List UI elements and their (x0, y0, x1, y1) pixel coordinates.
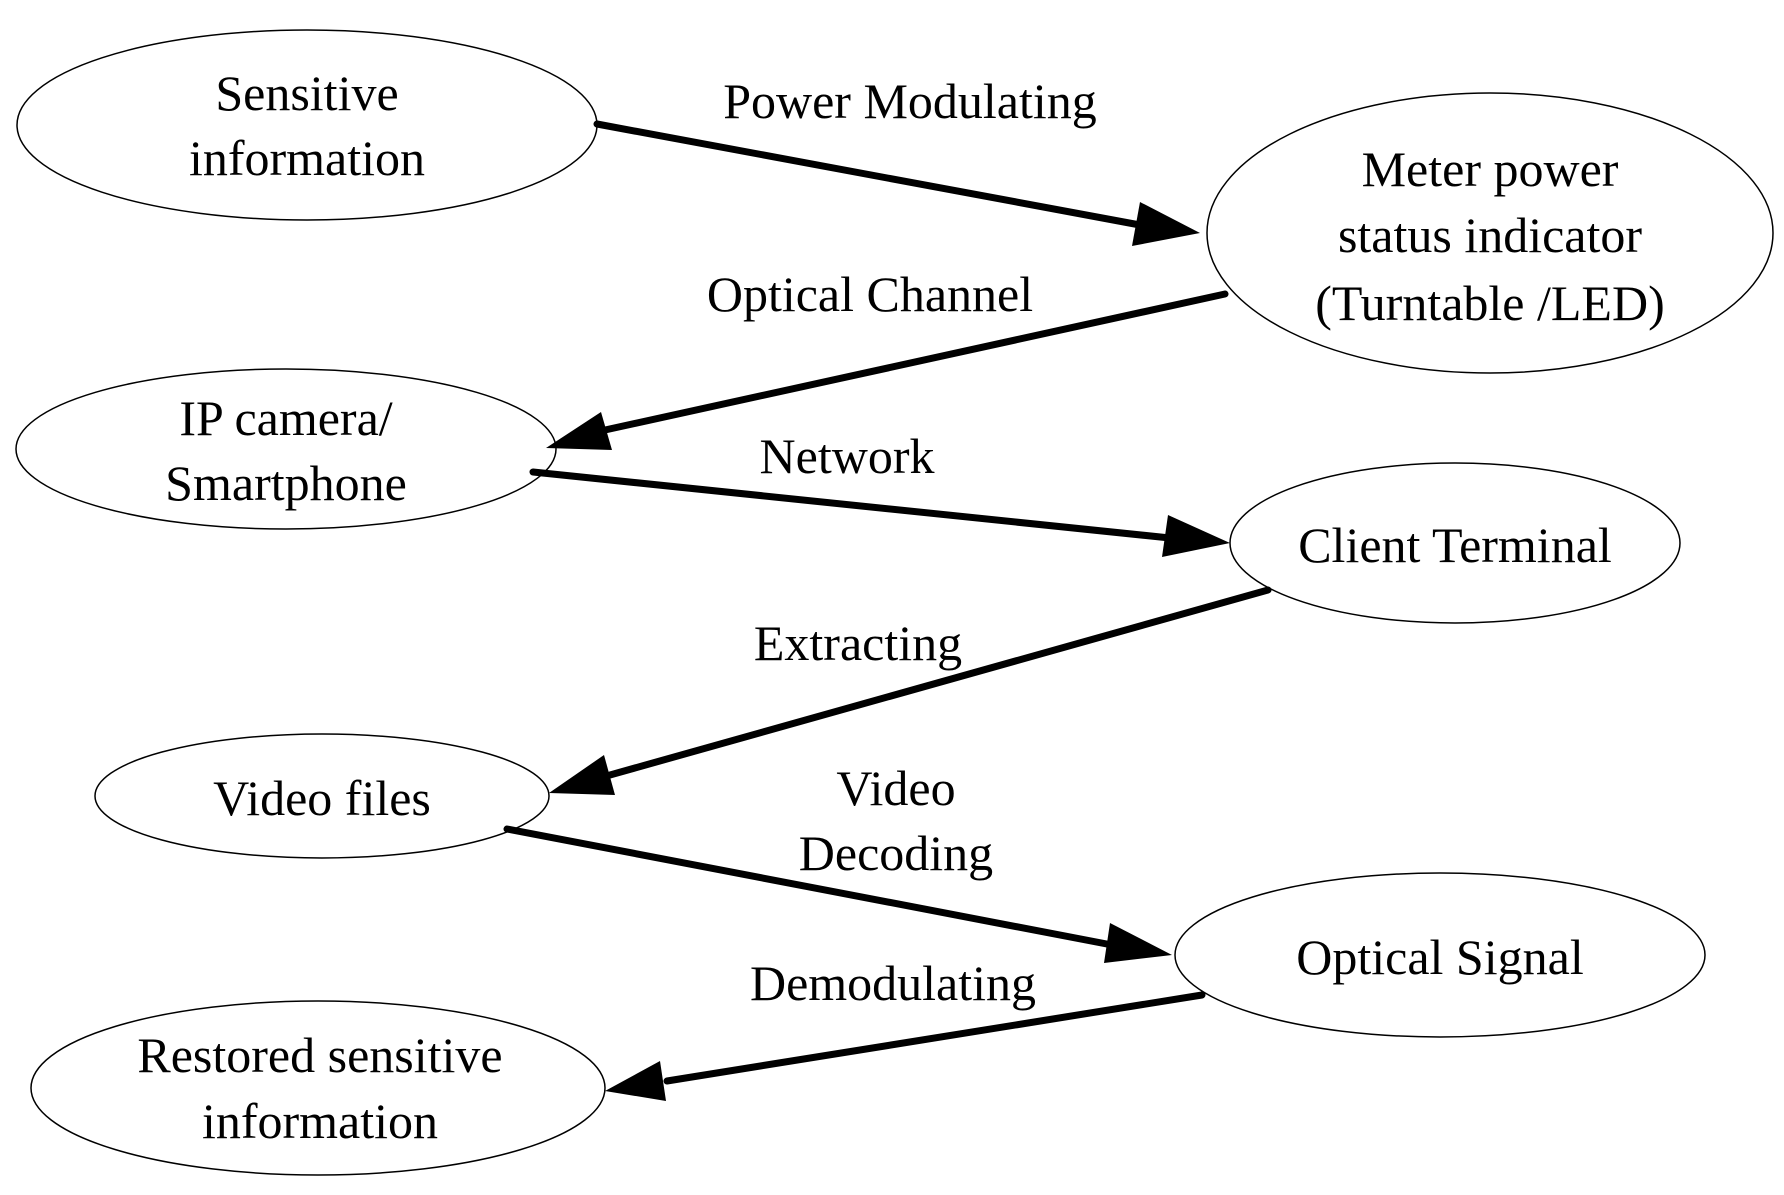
edge-optical-channel-label-line-1: Optical Channel (707, 266, 1033, 322)
edge-network-arrowhead (1162, 515, 1230, 557)
node-optical-signal-shape (1174, 872, 1706, 1038)
node-client-terminal-label-line-1: Client Terminal (1298, 517, 1612, 573)
node-sensitive-information-label-line-2: information (189, 130, 425, 186)
node-meter-power-status-indicator-shape (1206, 92, 1774, 374)
node-optical-signal-label-line-1: Optical Signal (1296, 929, 1583, 985)
node-ip-camera-smartphone-shape (15, 368, 557, 530)
edge-power-modulating: Power Modulating (593, 73, 1200, 246)
edge-power-modulating-arrowhead (1132, 202, 1200, 246)
node-restored-sensitive-information-shape (30, 1000, 606, 1176)
node-ip-camera-smartphone-label-line-1: IP camera/ (179, 390, 392, 446)
node-client-terminal: Client Terminal (1229, 462, 1681, 624)
edge-optical-channel-arrowhead (546, 412, 612, 450)
node-optical-signal: Optical Signal (1174, 872, 1706, 1038)
edge-extracting-arrowhead (549, 755, 615, 795)
edge-video-decoding: Video Decoding (503, 760, 1172, 963)
edge-optical-channel: Optical Channel (546, 266, 1229, 450)
node-ip-camera-smartphone: IP camera/ Smartphone (15, 368, 557, 530)
node-restored-sensitive-information-label-line-2: information (202, 1093, 438, 1149)
edge-demodulating: Demodulating (605, 955, 1206, 1101)
edge-network: Network (529, 428, 1230, 557)
node-meter-power-status-indicator: Meter power status indicator (Turntable … (1206, 92, 1774, 374)
edge-demodulating-line (663, 991, 1206, 1085)
node-video-files-shape (94, 733, 550, 859)
edge-demodulating-label-line-1: Demodulating (750, 955, 1036, 1011)
node-sensitive-information-label-line-1: Sensitive (215, 65, 398, 121)
edge-network-line (529, 468, 1174, 542)
edge-video-decoding-line (503, 825, 1116, 949)
node-video-files: Video files (94, 733, 550, 859)
edge-video-decoding-label-line-2: Decoding (799, 825, 993, 881)
edge-video-decoding-arrowhead (1104, 923, 1172, 963)
node-restored-sensitive-information: Restored sensitive information (30, 1000, 606, 1176)
edge-demodulating-arrowhead (605, 1061, 666, 1101)
node-meter-power-status-indicator-label-line-1: Meter power (1362, 141, 1619, 197)
edge-extracting: Extracting (549, 586, 1272, 795)
node-sensitive-information: Sensitive information (16, 29, 598, 221)
edge-power-modulating-line (593, 120, 1144, 229)
node-meter-power-status-indicator-label-line-2: status indicator (1338, 207, 1642, 263)
edge-video-decoding-label-line-1: Video (836, 760, 955, 816)
node-meter-power-status-indicator-label-line-3: (Turntable /LED) (1315, 275, 1665, 331)
edge-network-label-line-1: Network (760, 428, 935, 484)
node-sensitive-information-shape (16, 29, 598, 221)
node-restored-sensitive-information-label-line-1: Restored sensitive (137, 1027, 502, 1083)
edge-power-modulating-label-line-1: Power Modulating (723, 73, 1097, 129)
edge-extracting-label-line-1: Extracting (754, 615, 962, 671)
edge-optical-channel-line (601, 290, 1229, 434)
edge-extracting-line (606, 586, 1272, 779)
node-ip-camera-smartphone-label-line-2: Smartphone (165, 455, 407, 511)
node-video-files-label-line-1: Video files (213, 770, 431, 826)
